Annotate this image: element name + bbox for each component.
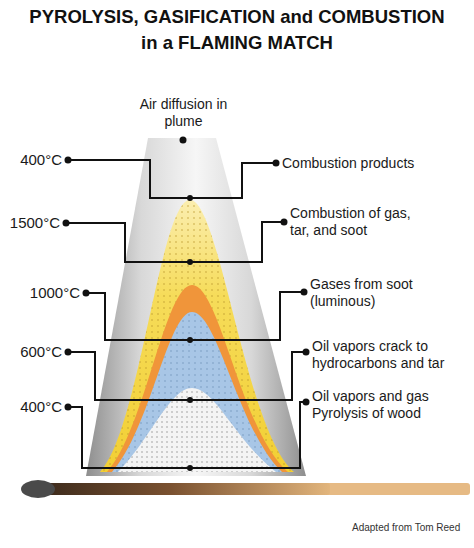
zone-label: Combustion of gas, tar, and soot xyxy=(290,205,430,239)
cracking-zone xyxy=(112,312,282,472)
zone-label: Combustion products xyxy=(282,155,467,172)
temperature-label: 400°C xyxy=(0,398,62,416)
match-stick xyxy=(28,483,470,495)
diagram-title: PYROLYSIS, GASIFICATION and COMBUSTION i… xyxy=(23,4,451,56)
zone-stipple xyxy=(100,200,294,472)
plume-note: Air diffusion in plume xyxy=(126,96,241,130)
match-head xyxy=(21,480,55,498)
source-caption: Adapted from Tom Reed xyxy=(352,522,472,533)
smoke-plume xyxy=(86,138,306,476)
charred-wood xyxy=(40,483,330,495)
combustion-zone xyxy=(100,200,294,472)
leader-dots xyxy=(63,137,310,472)
soot-zone xyxy=(107,285,288,472)
zone-stipple xyxy=(112,312,282,472)
temperature-label: 1500°C xyxy=(0,214,60,232)
zone-label: Oil vapors crack to hydrocarbons and tar xyxy=(312,338,472,372)
zone-label: Gases from soot (luminous) xyxy=(310,276,460,310)
zone-label: Oil vapors and gas Pyrolysis of wood xyxy=(312,388,472,422)
temperature-label: 600°C xyxy=(0,343,62,361)
temperature-label: 400°C xyxy=(0,151,62,169)
temperature-label: 1000°C xyxy=(0,284,80,302)
leader-lines xyxy=(66,160,306,468)
